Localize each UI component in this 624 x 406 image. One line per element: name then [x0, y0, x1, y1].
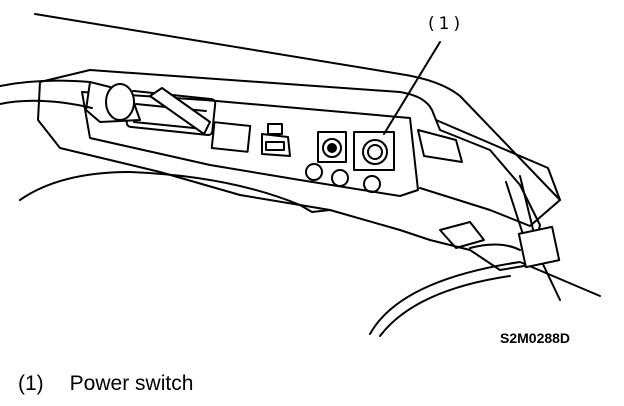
- dc-input-jack: [317, 131, 347, 163]
- round-jack-3: [363, 175, 381, 193]
- callout-leader-line: [383, 41, 441, 135]
- legend-label: Power switch: [69, 372, 194, 395]
- housing-foot: [299, 204, 331, 213]
- device-side-panel-diagram: [0, 13, 601, 337]
- housing-top-edge: [34, 13, 561, 201]
- round-jack-1: [305, 163, 323, 181]
- strap: [419, 119, 561, 227]
- bottom-latch: [439, 221, 485, 249]
- housing-lower-curve: [19, 171, 301, 206]
- callout-label: (1): [428, 14, 465, 34]
- rectangular-port: [210, 121, 252, 153]
- lower-right-curve: [469, 243, 521, 251]
- legend-number: (1): [18, 372, 44, 395]
- housing-body: [37, 69, 541, 271]
- base-sweep-inner: [379, 275, 511, 337]
- connector-panel-recess: [81, 91, 419, 197]
- figure-code: S2M0288D: [500, 330, 571, 346]
- modular-jack: [261, 133, 291, 157]
- power-switch-frame: [353, 131, 395, 171]
- side-slot: [417, 129, 463, 163]
- legend: (1) Power switch: [18, 372, 193, 396]
- thumbscrew-handle: [149, 87, 211, 135]
- strap-buckle: [517, 225, 561, 269]
- cable-plug-collar: [105, 83, 135, 121]
- cable: [0, 79, 91, 87]
- base-sweep-outer: [369, 261, 601, 335]
- power-switch-button: [362, 139, 388, 165]
- round-jack-2: [331, 169, 349, 187]
